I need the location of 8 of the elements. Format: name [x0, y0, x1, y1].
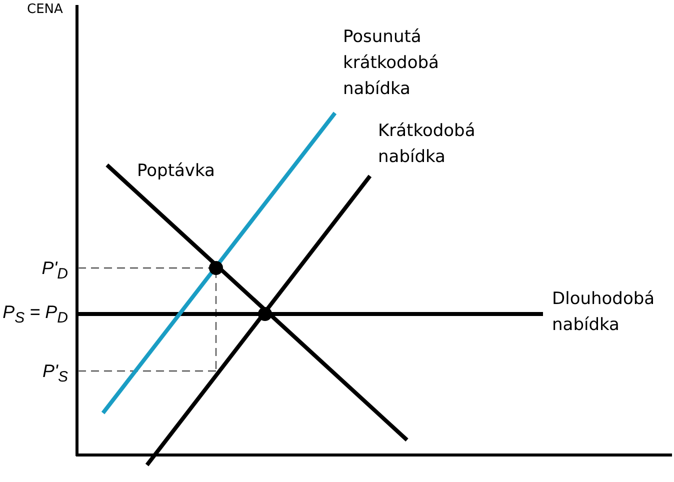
curve-label: Dlouhodobá nabídka — [552, 288, 656, 337]
price-label: P$_{S}$ = P$_{D}$ — [2, 301, 68, 329]
curve-label: Posunutá krátkodobá nabídka — [343, 26, 440, 101]
price-label: P'$_{D}$ — [42, 257, 68, 285]
price-label: P'$_{S}$ — [42, 360, 68, 388]
curve-label: Krátkodobá nabídka — [378, 120, 476, 169]
curve-label: Poptávka — [137, 160, 215, 183]
axis-title: CENA — [27, 1, 63, 19]
